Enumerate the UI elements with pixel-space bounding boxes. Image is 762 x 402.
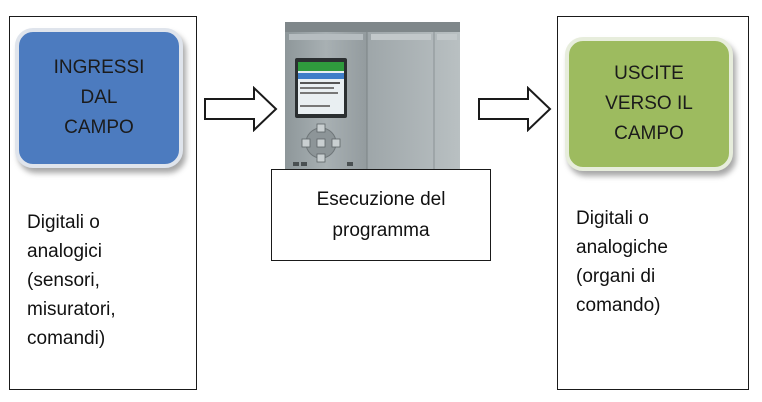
inputs-title: INGRESSI DAL CAMPO: [53, 57, 145, 138]
arrow-right-icon: [478, 86, 552, 132]
execution-caption: Esecuzione del programma: [316, 189, 446, 241]
inputs-description: Digitali o analogici (sensori, misurator…: [27, 212, 116, 349]
plc-controller-icon: [285, 22, 460, 172]
outputs-title: USCITE VERSO IL CAMPO: [605, 63, 693, 144]
arrow-right-icon: [204, 86, 278, 132]
outputs-tile: USCITE VERSO IL CAMPO: [565, 37, 733, 171]
outputs-description: Digitali o analogiche (organi di comando…: [576, 208, 668, 316]
execution-box: Esecuzione del programma: [271, 169, 491, 261]
inputs-tile: INGRESSI DAL CAMPO: [15, 28, 183, 168]
